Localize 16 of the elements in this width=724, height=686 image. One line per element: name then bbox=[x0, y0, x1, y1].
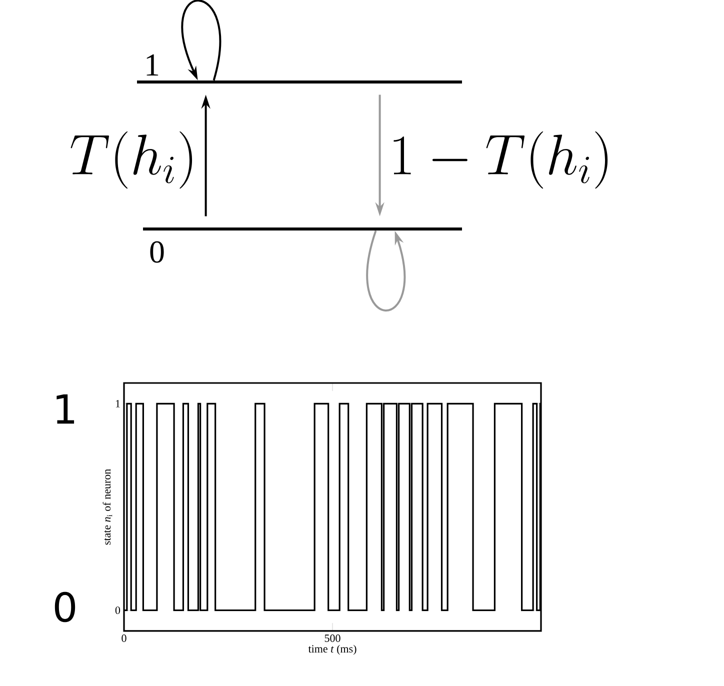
level-number: 1 bbox=[146, 54, 158, 76]
axis-title: state n$_{i}$ of neuron bbox=[102, 469, 112, 545]
tick-label: 500 bbox=[324, 634, 340, 642]
self-loop-arrow bbox=[366, 230, 406, 312]
tick-label: 0 bbox=[122, 634, 126, 642]
state-label: 1 bbox=[56, 394, 74, 424]
edge-label: $T(h_i)$ bbox=[70, 131, 192, 189]
tick-label: 1 bbox=[116, 400, 120, 408]
level-line bbox=[143, 228, 462, 230]
self-loop-arrow bbox=[181, 0, 221, 80]
edge-label: $1 - T(h_i)$ bbox=[394, 131, 608, 189]
tick-label: 0 bbox=[115, 606, 120, 614]
level-line bbox=[137, 80, 462, 84]
level-number: 0 bbox=[150, 241, 164, 263]
axis-title: time t (ms) bbox=[308, 644, 356, 655]
state-label: 0 bbox=[54, 592, 76, 622]
